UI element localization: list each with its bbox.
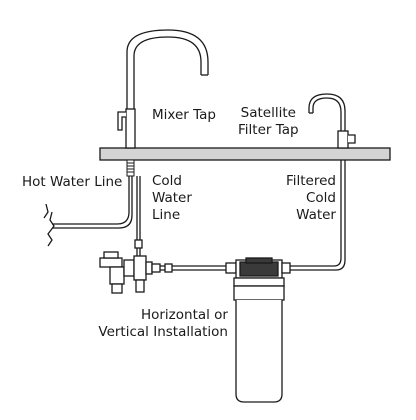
satellite-filter-tap — [308, 93, 356, 149]
countertop — [99, 147, 391, 161]
mixer-tap-label: Mixer Tap — [152, 107, 216, 123]
isolation-valve — [99, 251, 161, 294]
mixer-tap — [117, 29, 209, 149]
filtered-water-line — [290, 160, 346, 271]
satellite-filter-tap-label: Satellite Filter Tap — [238, 105, 299, 138]
installation-label: Horizontal or Vertical Installation — [98, 307, 228, 340]
tap-shank — [126, 159, 135, 177]
filter-head — [233, 257, 291, 287]
cold-water-line-label: Cold Water Line — [152, 173, 192, 223]
filter-feed-pipe — [160, 262, 237, 274]
hot-water-line — [43, 176, 133, 247]
hot-water-line-label: Hot Water Line — [22, 174, 123, 190]
filtered-cold-water-label: Filtered Cold Water — [285, 173, 336, 223]
filter-canister — [233, 285, 285, 403]
cold-water-line — [134, 176, 143, 256]
